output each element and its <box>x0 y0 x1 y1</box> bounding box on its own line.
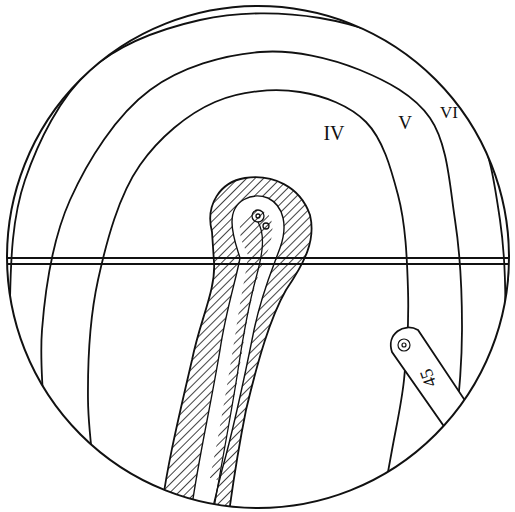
zone-numeral: V <box>398 113 412 132</box>
flower-symbol <box>398 339 410 351</box>
hatched-body <box>160 177 312 512</box>
finger-process <box>391 327 478 442</box>
section-line <box>0 263 515 265</box>
inner-hatch <box>210 210 272 480</box>
inner-band <box>190 196 284 512</box>
zone-line <box>41 52 462 512</box>
zone-numeral: IV <box>323 123 344 143</box>
central-channel <box>212 222 262 512</box>
zone-line <box>88 90 408 512</box>
nucleus-symbol <box>252 210 269 229</box>
zone-numeral: VI <box>440 104 458 121</box>
section-line <box>0 257 515 259</box>
field-circle <box>7 6 509 508</box>
